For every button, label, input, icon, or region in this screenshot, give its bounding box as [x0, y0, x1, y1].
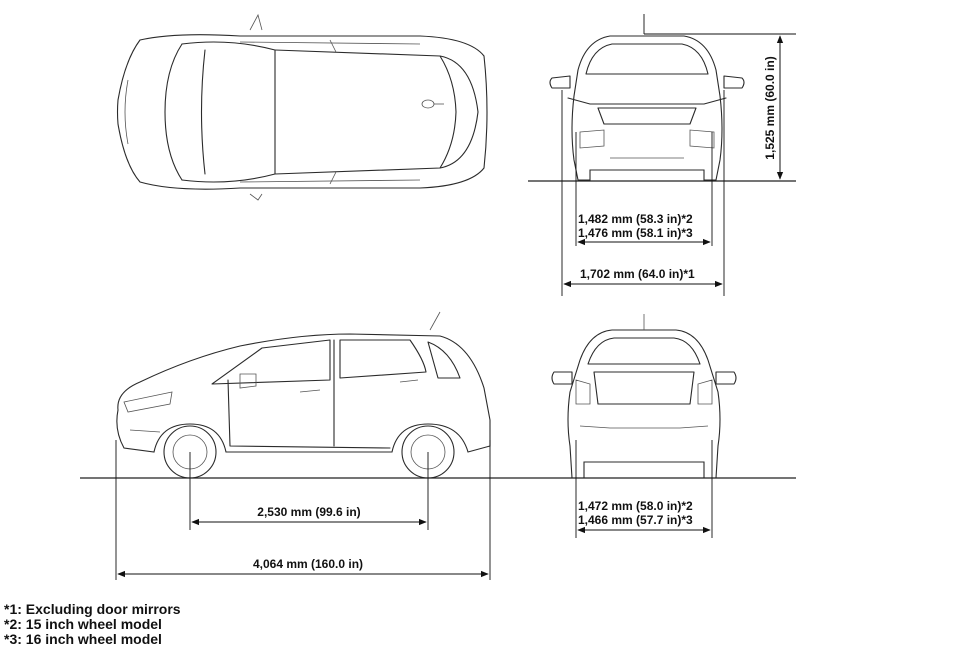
length-dimension: 4,064 mm (160.0 in)	[115, 440, 491, 580]
rear-view	[551, 314, 737, 479]
rear-track-dimension: 1,472 mm (58.0 in)*2 1,466 mm (57.7 in)*…	[575, 440, 713, 538]
front-view	[549, 35, 745, 181]
rear-track-16-label: 1,466 mm (57.7 in)*3	[578, 513, 693, 527]
height-label: 1,525 mm (60.0 in)	[763, 56, 777, 159]
wheelbase-label: 2,530 mm (99.6 in)	[257, 505, 360, 519]
front-track-dimension: 1,482 mm (58.3 in)*2 1,476 mm (58.1 in)*…	[575, 132, 713, 246]
footnote-3: *3: 16 inch wheel model	[4, 631, 162, 647]
top-view	[116, 13, 488, 201]
footnotes: *1: Excluding door mirrors *2: 15 inch w…	[4, 602, 181, 647]
width-dimension: 1,702 mm (64.0 in)*1	[561, 90, 725, 296]
side-view	[116, 311, 491, 479]
length-label: 4,064 mm (160.0 in)	[253, 557, 363, 571]
wheelbase-dimension: 2,530 mm (99.6 in)	[189, 452, 429, 530]
height-dimension: 1,525 mm (60.0 in)	[643, 14, 796, 180]
footnote-2: *2: 15 inch wheel model	[4, 616, 162, 632]
width-label: 1,702 mm (64.0 in)*1	[580, 267, 695, 281]
front-track-15-label: 1,482 mm (58.3 in)*2	[578, 212, 693, 226]
footnote-1: *1: Excluding door mirrors	[4, 601, 181, 617]
rear-track-15-label: 1,472 mm (58.0 in)*2	[578, 499, 693, 513]
front-track-16-label: 1,476 mm (58.1 in)*3	[578, 226, 693, 240]
